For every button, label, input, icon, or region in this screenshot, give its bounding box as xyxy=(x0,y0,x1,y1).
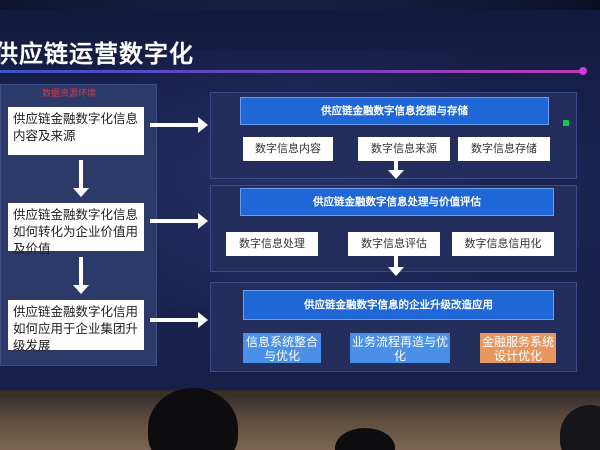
title-underline xyxy=(0,70,585,73)
audience-head xyxy=(335,428,395,450)
left-panel-caption: 数据资源环境 xyxy=(42,89,97,99)
left-box-2: 供应链金融数字化信息如何转化为企业价值用及价值 xyxy=(8,203,144,256)
stage-2-item: 数字信息评估 xyxy=(348,232,440,256)
stage-2-item: 数字信息信用化 xyxy=(452,232,554,256)
status-marker xyxy=(563,120,569,126)
left-box-1: 供应链金融数字化信息内容及来源 xyxy=(8,107,144,155)
stage-2-item: 数字信息处理 xyxy=(226,232,318,256)
stage-3-header: 供应链金融数字信息的企业升级改造应用 xyxy=(243,290,554,320)
title-rule-dot xyxy=(579,67,587,75)
projected-slide: 供应链运营数字化 数据资源环境 供应链金融数字化信息内容及来源 供应链金融数字化… xyxy=(0,10,600,395)
left-box-3: 供应链金融数字化信用如何应用于企业集团升级发展 xyxy=(8,300,144,353)
slide-title: 供应链运营数字化 xyxy=(0,40,194,68)
stage-2-header: 供应链金融数字信息处理与价值评估 xyxy=(240,188,554,216)
stage-1-item: 数字信息存储 xyxy=(458,137,550,161)
stage-floor xyxy=(0,390,600,450)
output-box-systems: 信息系统整合与优化 xyxy=(243,333,321,363)
stage-1-item: 数字信息来源 xyxy=(358,137,450,161)
output-box-process: 业务流程再造与优化 xyxy=(350,333,450,363)
stage-1-header: 供应链金融数字信息挖掘与存储 xyxy=(240,97,549,125)
audience-head xyxy=(148,388,238,450)
stage-1-item: 数字信息内容 xyxy=(243,137,333,161)
output-box-finance: 金融服务系统设计优化 xyxy=(480,333,556,363)
stage-edge xyxy=(0,392,600,398)
